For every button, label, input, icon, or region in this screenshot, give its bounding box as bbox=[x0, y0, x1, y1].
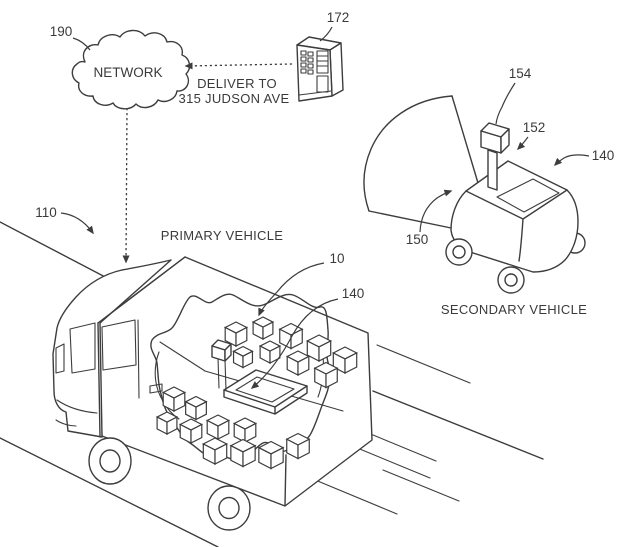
ref-110-label: 110 bbox=[35, 205, 57, 220]
address-text: 315 JUDSON AVE bbox=[179, 91, 290, 106]
primary-vehicle: PRIMARY VEHICLE bbox=[35, 205, 373, 531]
robot-sensor bbox=[480, 122, 510, 154]
server-front-details bbox=[298, 50, 332, 96]
ref-152-label: 152 bbox=[523, 120, 546, 135]
robot-body bbox=[450, 160, 579, 273]
ref-172-label: 172 bbox=[327, 10, 350, 25]
truck-cab bbox=[52, 256, 186, 438]
primary-vehicle-caption: PRIMARY VEHICLE bbox=[161, 228, 284, 243]
network-cloud: NETWORK bbox=[71, 29, 191, 110]
ref-190-label: 190 bbox=[50, 24, 73, 39]
ref-190: 190 bbox=[50, 24, 91, 51]
secondary-vehicle: SECONDARY VEHICLE 154 152 140 150 bbox=[363, 66, 615, 317]
ref-152: 152 bbox=[516, 120, 546, 151]
ref-110: 110 bbox=[35, 205, 94, 235]
truck-rear-wheel bbox=[207, 485, 251, 531]
ref-140-truck-label: 140 bbox=[342, 286, 365, 301]
cab-windows bbox=[55, 319, 137, 374]
ref-140-robot-label: 140 bbox=[592, 148, 615, 163]
robot-mast bbox=[487, 149, 498, 191]
arrow-server-to-network: DELIVER TO 315 JUDSON AVE bbox=[179, 62, 293, 106]
arrow-network-to-truck bbox=[122, 107, 130, 264]
cab-door-edge bbox=[137, 319, 140, 399]
ref-172: 172 bbox=[319, 10, 350, 42]
server-icon bbox=[296, 36, 344, 102]
cab-fender-line bbox=[56, 399, 98, 414]
door-handle bbox=[149, 383, 163, 394]
robot-hatch bbox=[496, 178, 560, 213]
ref-154: 154 bbox=[495, 66, 532, 125]
ref-150-label: 150 bbox=[406, 232, 429, 247]
deliver-to-text: DELIVER TO bbox=[197, 76, 277, 91]
robot-front-wheels bbox=[445, 238, 525, 294]
ref-140-truck: 140 bbox=[250, 286, 365, 389]
robot-in-truck bbox=[211, 339, 308, 415]
secondary-vehicle-caption: SECONDARY VEHICLE bbox=[441, 302, 587, 317]
ref-154-label: 154 bbox=[509, 66, 532, 81]
truck-front-wheel bbox=[88, 437, 132, 485]
ref-10-label: 10 bbox=[329, 251, 344, 266]
road bbox=[0, 221, 544, 547]
network-label: NETWORK bbox=[94, 65, 163, 80]
robot-lid bbox=[363, 95, 479, 230]
ref-140-robot: 140 bbox=[553, 148, 615, 167]
ref-150: 150 bbox=[406, 189, 453, 247]
ref-10: 10 bbox=[258, 251, 345, 317]
